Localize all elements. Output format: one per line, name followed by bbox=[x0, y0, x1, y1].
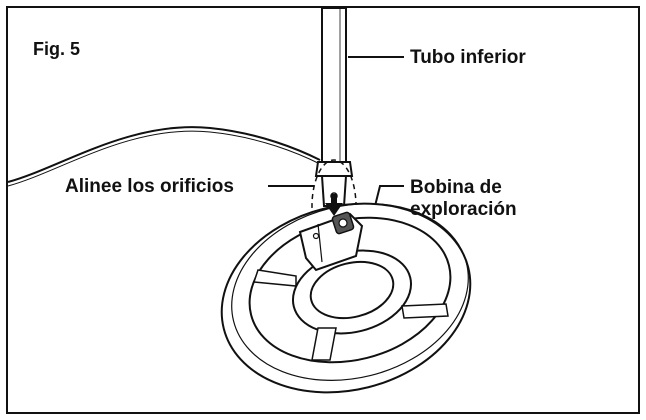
search-coil-label-line2: exploración bbox=[410, 199, 517, 220]
down-arrow-icon bbox=[325, 194, 343, 216]
search-coil-label-line1: Bobina de bbox=[410, 177, 502, 198]
align-holes-label: Alinee los orificios bbox=[65, 176, 234, 197]
figure-number: Fig. 5 bbox=[33, 39, 81, 59]
search-coil bbox=[220, 202, 472, 394]
lower-tube bbox=[314, 7, 354, 207]
lower-tube-label: Tubo inferior bbox=[410, 47, 526, 68]
cable bbox=[7, 126, 321, 183]
search-coil-label: Bobina de exploración bbox=[410, 177, 517, 221]
